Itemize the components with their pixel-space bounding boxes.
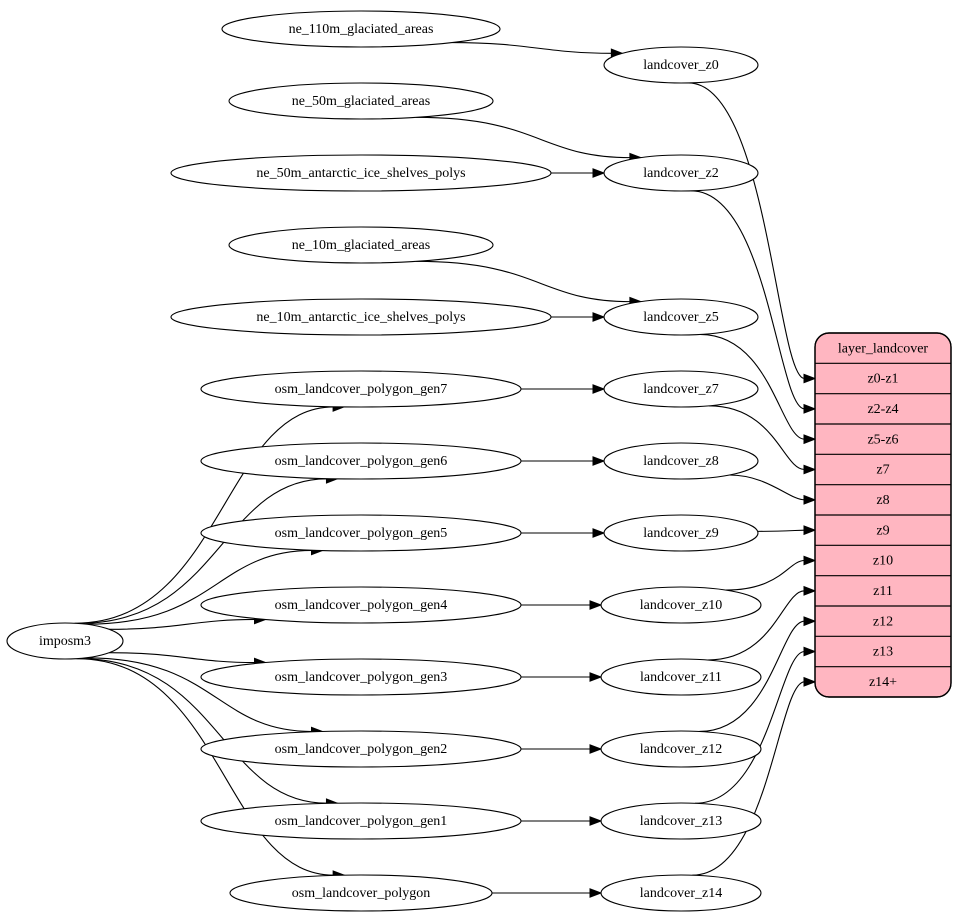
node-label: landcover_z11 — [640, 670, 722, 685]
graph-node[interactable]: ne_50m_antarctic_ice_shelves_polys — [170, 154, 552, 192]
record-layer: layer_landcover z0-z1 z2-z4 z5-z6 z7 z8 z9 z10 z… — [814, 332, 952, 698]
graph-node[interactable]: landcover_z0 — [603, 46, 759, 84]
node-label: osm_landcover_polygon_gen3 — [275, 670, 448, 685]
node-ellipse — [200, 586, 522, 624]
node-ellipse — [603, 370, 759, 408]
record-row-label-z5-z6[interactable]: z5-z6 — [867, 432, 898, 447]
record-node-layer-landcover[interactable]: layer_landcover z0-z1 z2-z4 z5-z6 z7 z8 z9 z10 z… — [814, 332, 952, 698]
node-label: osm_landcover_polygon_gen4 — [275, 598, 448, 613]
node-ellipse — [603, 298, 759, 336]
node-ellipse — [603, 514, 759, 552]
node-label: osm_landcover_polygon_gen2 — [275, 742, 448, 757]
record-row-label-z9[interactable]: z9 — [876, 523, 889, 538]
node-ellipse — [600, 586, 762, 624]
node-ellipse — [229, 874, 493, 912]
node-ellipse — [6, 622, 124, 660]
record-row-label-z13[interactable]: z13 — [873, 645, 893, 660]
node-ellipse — [170, 154, 552, 192]
node-label: osm_landcover_polygon_gen1 — [275, 814, 448, 829]
node-ellipse — [200, 802, 522, 840]
record-row-label-z10[interactable]: z10 — [873, 554, 893, 569]
node-label: ne_10m_glaciated_areas — [292, 238, 430, 253]
graph-node[interactable]: landcover_z13 — [600, 802, 762, 840]
graph-node[interactable]: osm_landcover_polygon_gen6 — [200, 442, 522, 480]
node-label: landcover_z12 — [640, 742, 722, 757]
node-label: ne_50m_glaciated_areas — [292, 94, 430, 109]
node-label: osm_landcover_polygon_gen6 — [275, 454, 448, 469]
node-ellipse — [221, 10, 501, 48]
node-label: landcover_z9 — [643, 526, 718, 541]
record-outline — [814, 332, 952, 698]
graph-node[interactable]: osm_landcover_polygon_gen7 — [200, 370, 522, 408]
graph-node[interactable]: osm_landcover_polygon — [229, 874, 493, 912]
node-label: landcover_z10 — [640, 598, 722, 613]
graph-node[interactable]: landcover_z2 — [603, 154, 759, 192]
graph-node[interactable]: landcover_z5 — [603, 298, 759, 336]
node-label: imposm3 — [39, 634, 91, 649]
graph-node[interactable]: osm_landcover_polygon_gen1 — [200, 802, 522, 840]
record-row-label-z0-z1[interactable]: z0-z1 — [867, 372, 898, 387]
node-label: ne_10m_antarctic_ice_shelves_polys — [256, 310, 465, 325]
graph-node[interactable]: osm_landcover_polygon_gen3 — [200, 658, 522, 696]
node-label: osm_landcover_polygon_gen5 — [275, 526, 448, 541]
graph-node[interactable]: landcover_z8 — [603, 442, 759, 480]
node-ellipse — [200, 658, 522, 696]
node-ellipse — [200, 442, 522, 480]
node-label: landcover_z8 — [643, 454, 718, 469]
node-ellipse — [200, 514, 522, 552]
node-label: landcover_z2 — [643, 166, 718, 181]
node-ellipse — [603, 46, 759, 84]
record-row-label-z12[interactable]: z12 — [873, 614, 893, 629]
graph-node[interactable]: osm_landcover_polygon_gen4 — [200, 586, 522, 624]
node-ellipse — [600, 874, 762, 912]
graph-node[interactable]: ne_50m_glaciated_areas — [228, 82, 494, 120]
graph-node[interactable]: ne_110m_glaciated_areas — [221, 10, 501, 48]
node-ellipse — [228, 226, 494, 264]
node-label: landcover_z7 — [643, 382, 718, 397]
node-ellipse — [200, 370, 522, 408]
record-row-label-z7[interactable]: z7 — [876, 463, 889, 478]
node-ellipse — [200, 730, 522, 768]
graph-node[interactable]: ne_10m_glaciated_areas — [228, 226, 494, 264]
graph-node[interactable]: landcover_z9 — [603, 514, 759, 552]
node-ellipse — [600, 658, 762, 696]
node-label: ne_50m_antarctic_ice_shelves_polys — [256, 166, 465, 181]
graph-node[interactable]: osm_landcover_polygon_gen5 — [200, 514, 522, 552]
node-ellipse — [603, 442, 759, 480]
graph-node[interactable]: landcover_z11 — [600, 658, 762, 696]
graph-node[interactable]: landcover_z10 — [600, 586, 762, 624]
record-row-label-z14+[interactable]: z14+ — [869, 675, 897, 690]
node-label: landcover_z0 — [643, 58, 718, 73]
node-ellipse — [600, 802, 762, 840]
node-ellipse — [603, 154, 759, 192]
record-row-label-z2-z4[interactable]: z2-z4 — [867, 402, 898, 417]
node-label: landcover_z13 — [640, 814, 722, 829]
graph-node[interactable]: osm_landcover_polygon_gen2 — [200, 730, 522, 768]
node-ellipse — [600, 730, 762, 768]
node-label: osm_landcover_polygon_gen7 — [275, 382, 448, 397]
record-row-label-z11[interactable]: z11 — [873, 584, 893, 599]
node-layer: imposm3 ne_110m_glaciated_areas ne_50m_gla… — [6, 10, 762, 912]
graph-node[interactable]: ne_10m_antarctic_ice_shelves_polys — [170, 298, 552, 336]
node-label: osm_landcover_polygon — [292, 886, 430, 901]
graph-node[interactable]: landcover_z14 — [600, 874, 762, 912]
node-label: landcover_z5 — [643, 310, 718, 325]
graph-node[interactable]: landcover_z7 — [603, 370, 759, 408]
node-ellipse — [228, 82, 494, 120]
node-label: ne_110m_glaciated_areas — [289, 22, 434, 37]
record-header-label: layer_landcover — [838, 341, 929, 356]
node-label: landcover_z14 — [640, 886, 722, 901]
graph-node[interactable]: imposm3 — [6, 622, 124, 660]
graph-node[interactable]: landcover_z12 — [600, 730, 762, 768]
node-ellipse — [170, 298, 552, 336]
record-row-label-z8[interactable]: z8 — [876, 493, 889, 508]
